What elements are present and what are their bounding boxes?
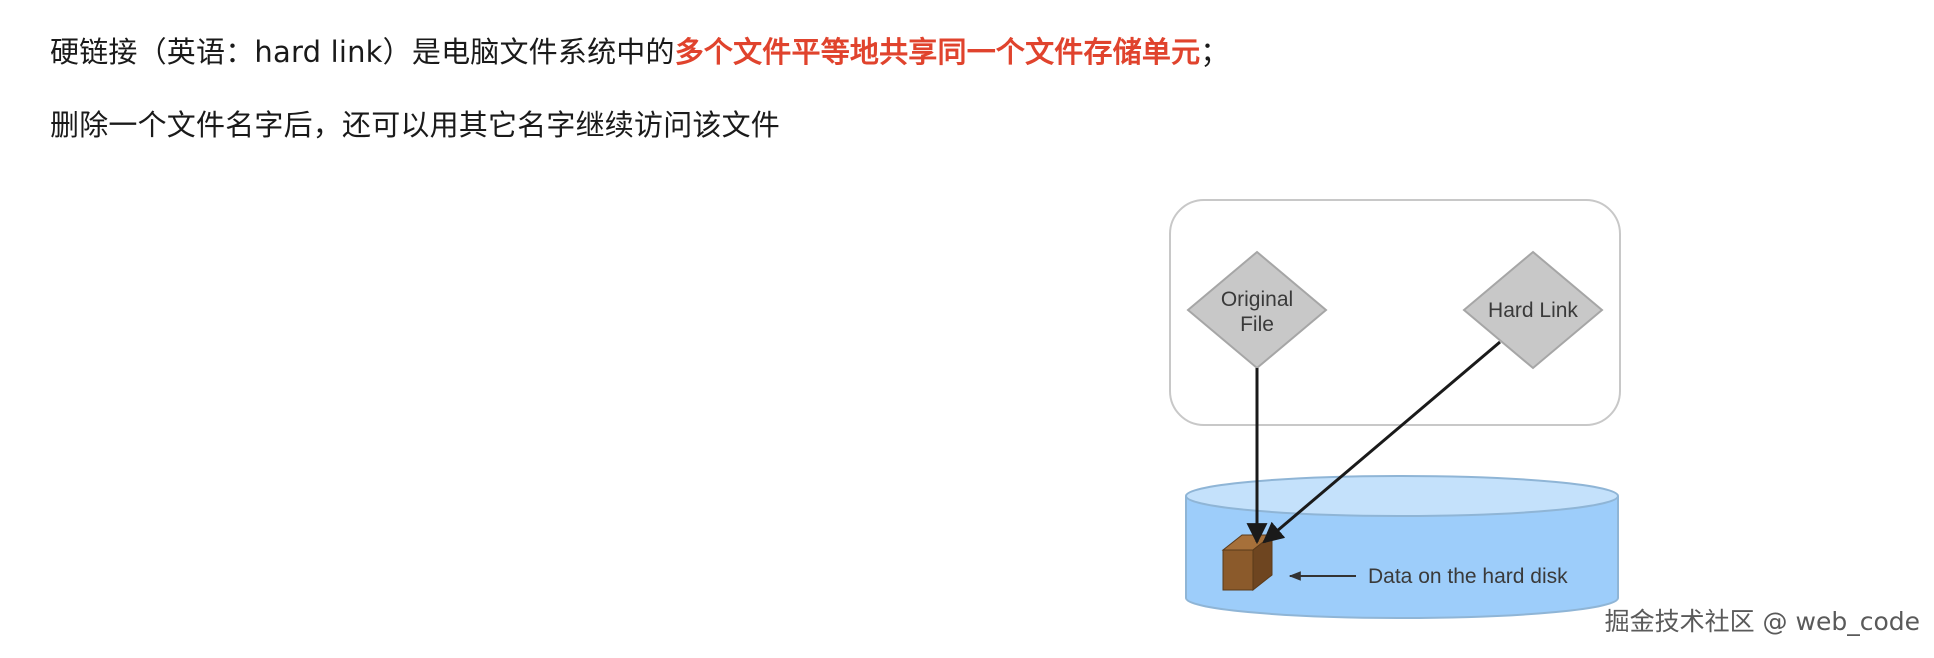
paragraph-definition-highlight: 多个文件平等地共享同一个文件存储单元 <box>674 35 1201 69</box>
disk-label: Data on the hard disk <box>1368 565 1568 588</box>
cube-front-face <box>1222 549 1254 591</box>
hard-disk-cylinder <box>1185 475 1619 619</box>
disk-top <box>1185 475 1619 517</box>
paragraph-deletion-note: 删除一个文件名字后，还可以用其它名字继续访问该文件 <box>50 108 781 142</box>
original-file-label-line1: Original <box>1221 288 1293 311</box>
watermark: 掘金技术社区 @ web_code <box>1604 607 1920 636</box>
paragraph-definition-suffix: ； <box>1200 35 1230 69</box>
hard-link-diamond <box>1462 250 1604 370</box>
hard-link-diagram: Original File Hard Link Data on the hard… <box>1150 190 1630 640</box>
hard-link-node: Hard Link <box>1462 250 1604 370</box>
disk-body <box>1185 496 1619 619</box>
original-file-label-line2: File <box>1240 313 1274 336</box>
directory-container <box>1169 199 1621 426</box>
paragraph-definition-prefix: 硬链接（英语：hard link）是电脑文件系统中的 <box>50 35 675 69</box>
paragraph-definition: 硬链接（英语：hard link）是电脑文件系统中的多个文件平等地共享同一个文件… <box>50 32 1230 72</box>
hard-link-label: Hard Link <box>1488 299 1578 322</box>
hard-link-arrow <box>1262 340 1501 544</box>
